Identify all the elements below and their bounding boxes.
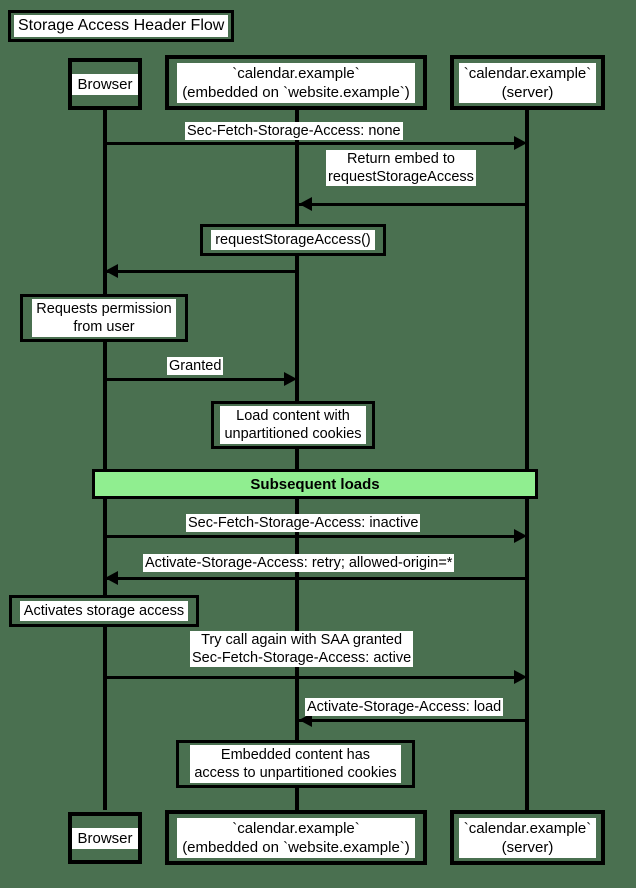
note-load-content-text: Load content with unpartitioned cookies (220, 406, 366, 444)
participant-browser-top[interactable]: Browser (68, 58, 142, 110)
participant-embed-top-label: `calendar.example` (embedded on `website… (177, 62, 415, 103)
participant-embed-bottom-label: `calendar.example` (embedded on `website… (177, 817, 415, 858)
participant-browser-bottom[interactable]: Browser (68, 812, 142, 864)
note-request-storage-access: requestStorageAccess() (200, 224, 386, 256)
msg-line-sec-fetch-none (105, 142, 521, 145)
participant-server-top-label: `calendar.example` (server) (458, 62, 597, 103)
arrowhead-return-embed (299, 197, 312, 211)
msg-label-return-embed: Return embed to requestStorageAccess (326, 150, 476, 186)
participant-browser-top-label: Browser (72, 73, 138, 95)
participant-embed-top[interactable]: `calendar.example` (embedded on `website… (165, 55, 427, 110)
msg-line-activate-retry (107, 577, 527, 580)
note-embedded-content-access-text: Embedded content has access to unpartiti… (190, 745, 401, 783)
arrowhead-sec-fetch-inactive (514, 529, 527, 543)
note-activates-storage-access-text: Activates storage access (19, 601, 189, 621)
arrowhead-try-call-again (514, 670, 527, 684)
msg-line-try-call-again (105, 676, 521, 679)
diagram-title-box: Storage Access Header Flow (8, 10, 235, 42)
msg-line-granted (105, 378, 291, 381)
note-requests-permission-text: Requests permission from user (32, 299, 176, 337)
msg-label-sec-fetch-none: Sec-Fetch-Storage-Access: none (185, 122, 403, 140)
arrowhead-sec-fetch-none (514, 136, 527, 150)
msg-line-sec-fetch-inactive (105, 535, 521, 538)
diagram-title: Storage Access Header Flow (14, 15, 229, 37)
participant-server-bottom[interactable]: `calendar.example` (server) (450, 810, 605, 865)
lifeline-server (525, 110, 529, 810)
note-activates-storage-access: Activates storage access (9, 595, 199, 627)
msg-label-activate-retry: Activate-Storage-Access: retry; allowed-… (143, 554, 455, 572)
arrowhead-rsa-to-browser (105, 264, 118, 278)
msg-label-sec-fetch-inactive: Sec-Fetch-Storage-Access: inactive (186, 514, 421, 532)
msg-line-activate-load (299, 719, 527, 722)
arrowhead-activate-load (299, 713, 312, 727)
participant-server-bottom-label: `calendar.example` (server) (458, 817, 597, 858)
participant-browser-bottom-label: Browser (72, 827, 138, 849)
msg-label-activate-load: Activate-Storage-Access: load (305, 698, 504, 716)
msg-label-try-call-again: Try call again with SAA granted Sec-Fetc… (190, 631, 414, 667)
msg-label-granted: Granted (167, 357, 224, 375)
note-embedded-content-access: Embedded content has access to unpartiti… (176, 740, 415, 788)
msg-line-rsa-to-browser (107, 270, 297, 273)
divider-subsequent-loads: Subsequent loads (92, 469, 538, 499)
lifeline-embed (295, 110, 299, 810)
arrowhead-activate-retry (105, 571, 118, 585)
note-request-storage-access-text: requestStorageAccess() (211, 230, 375, 250)
participant-embed-bottom[interactable]: `calendar.example` (embedded on `website… (165, 810, 427, 865)
msg-line-return-embed (299, 203, 527, 206)
note-requests-permission: Requests permission from user (20, 294, 188, 342)
participant-server-top[interactable]: `calendar.example` (server) (450, 55, 605, 110)
note-load-content: Load content with unpartitioned cookies (211, 401, 375, 449)
arrowhead-granted (284, 372, 297, 386)
lifeline-browser (103, 110, 107, 810)
divider-subsequent-loads-text: Subsequent loads (250, 475, 380, 493)
